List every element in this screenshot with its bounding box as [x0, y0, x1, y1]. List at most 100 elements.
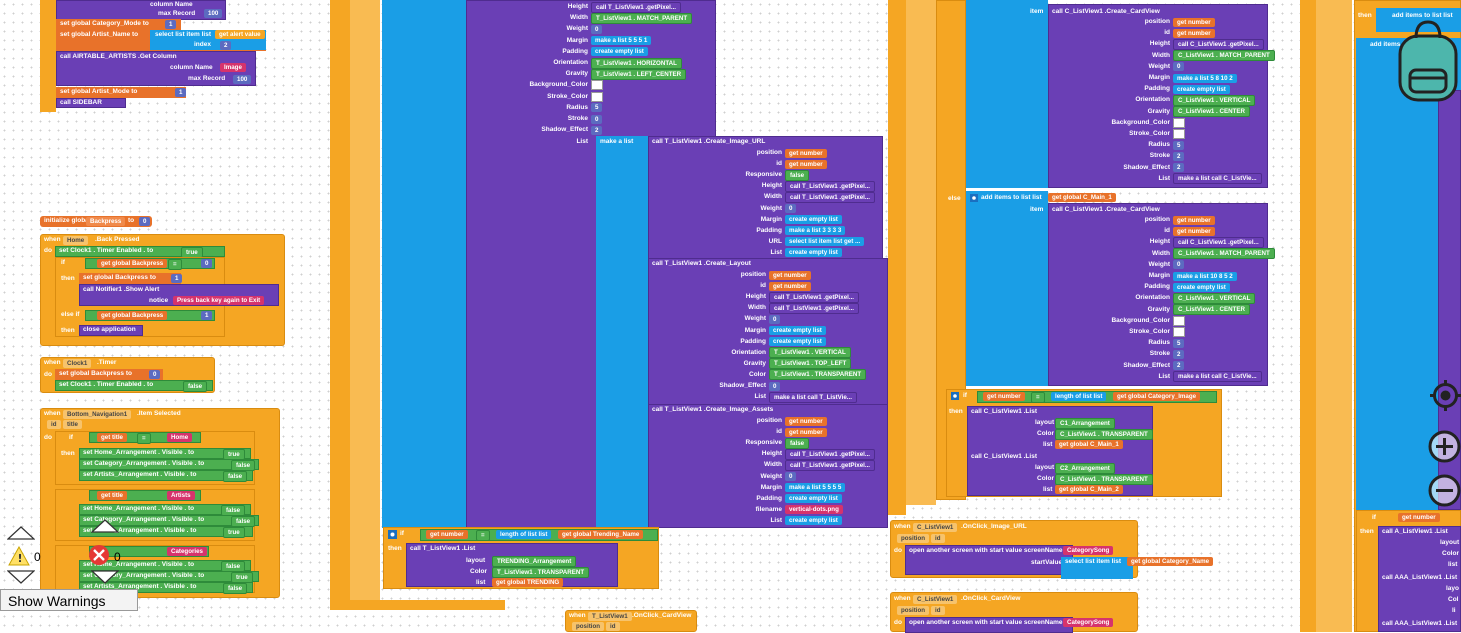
- far-call-block[interactable]: [1378, 526, 1461, 632]
- prop-value[interactable]: C_ListView1 . CENTER: [1173, 304, 1250, 316]
- get-c-main-1-b[interactable]: get global C_Main_1: [1055, 440, 1123, 449]
- left-top-block[interactable]: column Name max Record 100 set global Ca…: [40, 0, 266, 112]
- prop-value[interactable]: call C_ListView1 .getPixel...: [1173, 38, 1264, 50]
- prop-value[interactable]: create empty list: [785, 248, 842, 258]
- prop-value[interactable]: make a list call C_ListVie...: [1173, 371, 1262, 383]
- t-listview-component[interactable]: T_ListView1: [588, 612, 632, 621]
- prop-value[interactable]: create empty list: [591, 47, 648, 57]
- card-click-event[interactable]: when C_ListView1 .OnClick_CardView posit…: [890, 592, 1138, 633]
- prop-value[interactable]: create empty list: [785, 215, 842, 225]
- prop-value[interactable]: false: [785, 169, 810, 181]
- errors-down-arrow-icon[interactable]: [91, 570, 119, 584]
- prop-value[interactable]: create empty list: [1173, 84, 1230, 94]
- prop-value[interactable]: call C_ListView1 .getPixel...: [1173, 236, 1264, 248]
- prop-value[interactable]: get number: [1173, 215, 1215, 225]
- get-title[interactable]: get title: [97, 433, 128, 442]
- artists-visible-val-2[interactable]: true: [223, 527, 245, 538]
- zero-value-clock[interactable]: 0: [149, 370, 161, 379]
- param-id[interactable]: id: [47, 420, 61, 429]
- max-record-value-2[interactable]: 100: [233, 75, 252, 84]
- prop-value[interactable]: [591, 91, 603, 102]
- get-category-name[interactable]: get global Category_Name: [1127, 557, 1214, 566]
- prop-value[interactable]: get number: [769, 281, 811, 291]
- zero-value[interactable]: 0: [201, 259, 213, 268]
- create-layout-block[interactable]: [648, 258, 888, 406]
- prop-value[interactable]: make a list call T_ListVie...: [769, 391, 857, 403]
- param-id-cv[interactable]: id: [606, 622, 620, 631]
- c1-transparent[interactable]: C_ListView1 . TRANSPARENT: [1055, 429, 1153, 440]
- home-string[interactable]: Home: [167, 433, 193, 442]
- length-of-list[interactable]: length of list list: [496, 530, 552, 539]
- get-backpress-2[interactable]: get global Backpress: [97, 311, 168, 320]
- one-value[interactable]: 1: [171, 274, 183, 283]
- get-trending-name[interactable]: get global Trending_Name: [558, 530, 644, 539]
- prop-value[interactable]: select list item list get ...: [785, 237, 865, 247]
- equals-cat[interactable]: =: [1031, 392, 1045, 403]
- one-value-2[interactable]: 1: [201, 311, 213, 320]
- backpack-icon[interactable]: [1396, 18, 1460, 104]
- param-id-2[interactable]: id: [931, 534, 945, 543]
- prop-value[interactable]: 0: [769, 314, 781, 324]
- clock-component[interactable]: Clock1: [63, 359, 92, 368]
- prop-value[interactable]: [591, 80, 603, 91]
- prop-value[interactable]: call T_ListView1 .getPixel...: [785, 459, 876, 471]
- get-category-image[interactable]: get global Category_Image: [1113, 392, 1201, 401]
- prop-value[interactable]: make a list 3 3 3 3: [785, 226, 846, 236]
- get-c-main-2[interactable]: get global C_Main_2: [1055, 485, 1123, 494]
- c1-arrangement[interactable]: C1_Arrangement: [1055, 418, 1115, 429]
- c-listview-component-2[interactable]: C_ListView1: [913, 595, 958, 604]
- param-title[interactable]: title: [63, 420, 83, 429]
- prop-value[interactable]: C_ListView1 . VERTICAL: [1173, 292, 1256, 304]
- prop-value[interactable]: 0: [785, 204, 797, 213]
- prop-value[interactable]: make a list 5 5 5 5: [785, 483, 846, 493]
- prop-value[interactable]: create empty list: [785, 494, 842, 504]
- backpress-value[interactable]: 0: [139, 217, 151, 226]
- get-number-cat[interactable]: get number: [983, 392, 1025, 401]
- home-back-pressed-event[interactable]: when Home .Back Pressed do set Clock1 . …: [40, 234, 285, 346]
- category-if-block[interactable]: if get number = length of list list get …: [946, 389, 1222, 497]
- index-value[interactable]: 2: [220, 41, 232, 50]
- category-song-string-2[interactable]: CategorySong: [1063, 618, 1114, 627]
- prop-value[interactable]: make a list 5 8 10 2: [1173, 73, 1237, 83]
- prop-value[interactable]: 5: [1173, 338, 1185, 348]
- init-backpress-block[interactable]: initialize global Backpress to 0: [40, 216, 152, 227]
- prop-value[interactable]: call T_ListView1 .getPixel...: [785, 191, 876, 203]
- bottom-navigation-event[interactable]: when Bottom_Navigation1 .Item Selected i…: [40, 408, 280, 598]
- prop-value[interactable]: [1173, 327, 1185, 337]
- prop-value[interactable]: 0: [785, 472, 797, 481]
- equals-op[interactable]: =: [168, 259, 182, 270]
- prop-value[interactable]: get number: [785, 148, 827, 158]
- prop-value[interactable]: create empty list: [769, 326, 826, 335]
- far-get-number[interactable]: get number: [1398, 513, 1440, 522]
- zoom-out-icon[interactable]: [1428, 474, 1461, 507]
- category-mode-value[interactable]: 1: [165, 20, 177, 29]
- prop-value[interactable]: 0: [769, 381, 781, 391]
- prop-value[interactable]: C_ListView1 . VERTICAL: [1173, 94, 1256, 106]
- c-listview-component[interactable]: C_ListView1: [913, 523, 958, 532]
- prop-value[interactable]: 0: [1173, 260, 1185, 270]
- prop-value[interactable]: [1173, 117, 1185, 128]
- prop-value[interactable]: make a list 5 5 5 1: [591, 36, 652, 46]
- prop-value[interactable]: get number: [785, 416, 827, 426]
- show-warnings-button[interactable]: Show Warnings: [0, 589, 138, 611]
- param-position-3[interactable]: position: [897, 606, 930, 615]
- prop-value[interactable]: 2: [591, 125, 603, 135]
- get-number[interactable]: get number: [426, 530, 468, 539]
- prop-value[interactable]: T_ListView1 . TRANSPARENT: [769, 369, 867, 381]
- zoom-in-icon[interactable]: [1428, 430, 1461, 463]
- c2-arrangement[interactable]: C2_Arrangement: [1055, 463, 1115, 474]
- c2-transparent[interactable]: C_ListView1 . TRANSPARENT: [1055, 474, 1153, 485]
- prop-value[interactable]: get number: [1173, 17, 1215, 27]
- prop-value[interactable]: 2: [1173, 163, 1185, 173]
- prop-value[interactable]: call T_ListView1 .getPixel...: [769, 302, 860, 314]
- prop-value[interactable]: create empty list: [785, 516, 842, 526]
- alert-value-pill[interactable]: get alert value: [215, 30, 265, 39]
- prop-value[interactable]: [1173, 129, 1185, 139]
- image-url-click-event[interactable]: when C_ListView1 .OnClick_Image_URL posi…: [890, 520, 1214, 579]
- gear-icon[interactable]: [970, 194, 978, 202]
- gear-icon[interactable]: [388, 530, 397, 539]
- warnings-down-arrow-icon[interactable]: [7, 570, 35, 584]
- prop-value[interactable]: [1173, 315, 1185, 326]
- prop-value[interactable]: get number: [1173, 226, 1215, 236]
- prop-value[interactable]: create empty list: [1173, 282, 1230, 292]
